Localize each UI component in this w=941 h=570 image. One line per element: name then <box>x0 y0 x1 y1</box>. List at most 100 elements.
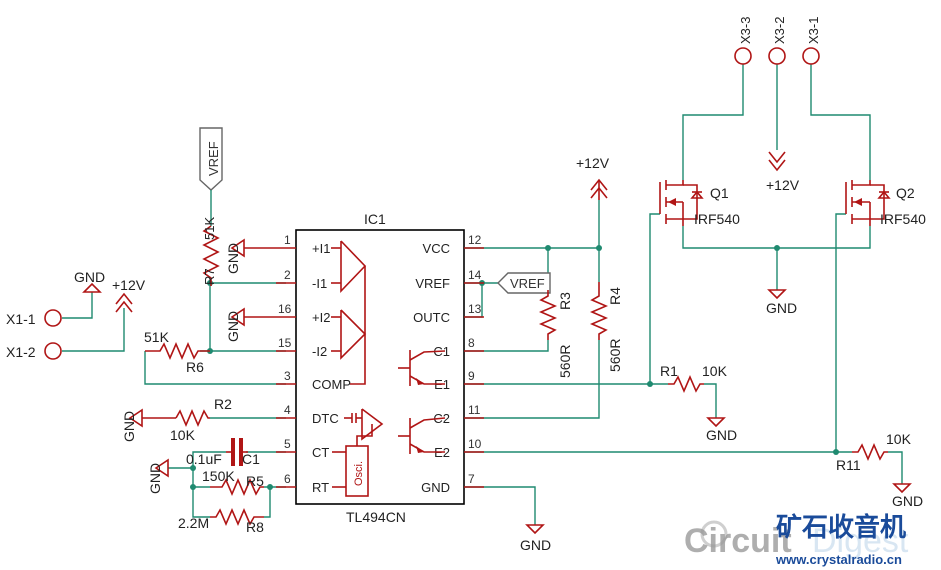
gnd-symbol-pin16: GND <box>225 307 276 342</box>
x1-2-label: X1-2 <box>6 344 36 360</box>
x3-2-label: X3-2 <box>772 17 787 44</box>
c1-plate <box>231 438 235 466</box>
resistor-r2: GND R2 10K <box>121 396 232 443</box>
r1-value: 10K <box>702 363 728 379</box>
watermark-url: www.crystalradio.cn <box>775 552 902 567</box>
r6-ref: R6 <box>186 359 204 375</box>
gnd-label: GND <box>892 493 923 509</box>
resistor-r4: R4 560R <box>589 282 623 372</box>
watermark: Circuit Digest 矿石收音机 www.crystalradio.cn <box>684 512 909 567</box>
gnd-symbol-pin1: GND <box>225 238 276 274</box>
pin-name: +I1 <box>312 241 330 256</box>
mosfet-q1: Q1 IRF540 <box>659 180 740 227</box>
gnd-symbol-pin7: GND <box>520 524 551 553</box>
connector-x1: X1-1 X1-2 <box>6 309 62 360</box>
x3-1-terminal[interactable] <box>802 47 820 65</box>
ic1: IC1 TL494CN 1 2 16 15 3 4 5 6 +I1 -I1 +I… <box>276 211 484 525</box>
q2-value: IRF540 <box>880 211 926 227</box>
c1-plate <box>239 438 243 466</box>
ic1-body <box>295 229 465 505</box>
connector-x3: X3-3 X3-2 X3-1 <box>734 17 821 65</box>
gnd-label: GND <box>520 537 551 553</box>
pin-num: 6 <box>284 472 291 486</box>
r11-value: 10K <box>886 431 912 447</box>
ic1-internals: Osci. <box>331 240 446 497</box>
gnd-label: GND <box>706 427 737 443</box>
pin-name: DTC <box>312 411 339 426</box>
ic1-left-pins: 1 2 16 15 3 4 5 6 +I1 -I1 +I2 -I2 COMP D… <box>276 233 351 495</box>
vref-label-right: VREF <box>510 276 545 291</box>
q2-ref: Q2 <box>896 185 915 201</box>
resistor-r11: R11 10K <box>836 431 912 473</box>
x1-2-terminal[interactable] <box>44 342 62 360</box>
vref-label-top: VREF <box>206 141 221 176</box>
cn-title: 矿石收音机 <box>776 512 906 542</box>
junctions <box>190 245 839 490</box>
pin-num: 4 <box>284 403 291 417</box>
vcc-symbol-mid: +12V <box>576 155 610 200</box>
r5-ref: R5 <box>246 473 264 489</box>
osc-label: Osci. <box>353 461 365 486</box>
pin-name: COMP <box>312 377 351 392</box>
pin-num: 3 <box>284 369 291 383</box>
gnd-label: GND <box>74 269 105 285</box>
brand-logo-icon <box>700 520 728 548</box>
pin-name: RT <box>312 480 329 495</box>
r2-ref: R2 <box>214 396 232 412</box>
pin-num: 1 <box>284 233 291 247</box>
r2-value: 10K <box>170 427 196 443</box>
resistor-r8: 2.2M R8 <box>178 507 264 535</box>
resistor-r5: 150K R5 <box>202 468 264 497</box>
gnd-symbol-r1: GND <box>706 417 737 443</box>
gnd-label: GND <box>225 243 241 274</box>
gnd-label: GND <box>121 411 137 442</box>
pin-num: 10 <box>468 437 482 451</box>
r1-ref: R1 <box>660 363 678 379</box>
r6-value: 51K <box>144 329 170 345</box>
wires <box>62 64 903 525</box>
pin-name: OUTC <box>413 310 450 325</box>
vcc-label-mid: +12V <box>576 155 610 171</box>
vref-flag-right: VREF <box>497 272 551 294</box>
resistor-r7: 51K R7 <box>202 217 220 286</box>
pin-name: CT <box>312 445 329 460</box>
vcc-symbol-left: +12V <box>112 277 146 313</box>
x3-3-terminal[interactable] <box>734 47 752 65</box>
r7-value: 51K <box>202 217 217 240</box>
c1-value: 0.1uF <box>186 451 222 467</box>
pin-name: -I2 <box>312 344 327 359</box>
vcc-symbol-right: +12V <box>766 151 800 193</box>
c1-ref: C1 <box>242 451 260 467</box>
r11-ref: R11 <box>836 457 861 473</box>
pin-name: +I2 <box>312 310 330 325</box>
resistor-r1: R1 10K <box>660 363 728 394</box>
pin-name: VCC <box>423 241 450 256</box>
pin-num: 13 <box>468 302 482 316</box>
resistor-r3: R3 560R <box>538 290 573 378</box>
pin-num: 7 <box>468 472 475 486</box>
vcc-label-right: +12V <box>766 177 800 193</box>
r8-value: 2.2M <box>178 515 209 531</box>
gnd-symbol-c1: GND <box>147 458 169 494</box>
pin-num: 14 <box>468 268 482 282</box>
q1-ref: Q1 <box>710 185 729 201</box>
pin-num: 8 <box>468 336 475 350</box>
x3-2-terminal[interactable] <box>768 47 786 65</box>
brand-text-a: Circuit <box>684 522 792 560</box>
resistor-r6: 51K R6 <box>144 329 210 375</box>
gnd-label: GND <box>766 300 797 316</box>
r3-ref: R3 <box>557 292 573 310</box>
brand-text-b: Digest <box>812 522 909 560</box>
pin-name: -I1 <box>312 276 327 291</box>
r4-ref: R4 <box>607 287 623 305</box>
gnd-symbol-x1: GND <box>74 269 105 293</box>
ic1-ref: IC1 <box>364 211 386 227</box>
pin-name: GND <box>421 480 450 495</box>
gnd-symbol-r11: GND <box>892 483 923 509</box>
pin-num: 16 <box>278 302 292 316</box>
x1-1-terminal[interactable] <box>44 309 62 327</box>
ic1-part: TL494CN <box>346 509 406 525</box>
x3-1-label: X3-1 <box>806 17 821 44</box>
r5-value: 150K <box>202 468 235 484</box>
